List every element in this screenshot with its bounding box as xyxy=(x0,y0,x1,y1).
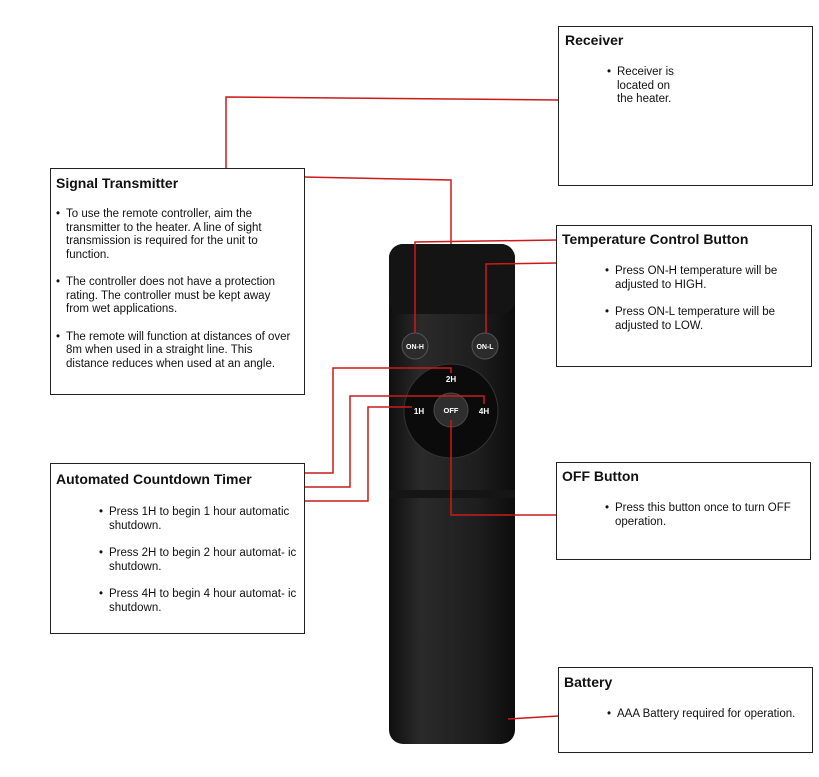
off-button-title: OFF Button xyxy=(562,468,639,484)
on-h-label: ON-H xyxy=(406,344,424,351)
connector-receiver xyxy=(225,96,559,168)
battery-box: Battery AAA Battery required for operati… xyxy=(558,667,813,753)
off-button[interactable]: OFF xyxy=(433,392,469,428)
battery-bullet: AAA Battery required for operation. xyxy=(607,708,812,722)
countdown-timer-title: Automated Countdown Timer xyxy=(56,471,252,487)
signal-transmitter-bullet-3: The remote will function at distances of… xyxy=(56,331,294,372)
temperature-control-bullet-2: Press ON-L temperature will be adjusted … xyxy=(605,306,805,333)
off-button-bullet: Press this button once to turn OFF opera… xyxy=(605,502,805,529)
off-button-box: OFF Button Press this button once to tur… xyxy=(556,462,811,560)
temperature-control-title: Temperature Control Button xyxy=(562,231,749,247)
countdown-timer-box: Automated Countdown Timer Press 1H to be… xyxy=(50,463,305,634)
battery-title: Battery xyxy=(564,674,613,690)
countdown-timer-bullet-2: Press 2H to begin 2 hour automat- ic shu… xyxy=(99,547,299,574)
connector-on-h xyxy=(414,239,559,333)
countdown-dial: 2H 1H 4H OFF xyxy=(403,363,499,459)
connector-battery xyxy=(507,715,559,720)
2h-button[interactable]: 2H xyxy=(446,375,456,384)
signal-transmitter-bullet-1: To use the remote controller, aim the tr… xyxy=(56,208,294,262)
connector-lines xyxy=(225,96,559,720)
on-h-button[interactable]: ON-H xyxy=(401,332,429,360)
signal-transmitter-box: Signal Transmitter To use the remote con… xyxy=(50,168,305,395)
connector-on-l xyxy=(485,262,559,333)
remote-control: ON-H ON-L 2H 1H 4H OFF xyxy=(389,244,515,744)
on-l-label: ON-L xyxy=(476,344,494,351)
connector-off xyxy=(450,420,558,516)
signal-transmitter-title: Signal Transmitter xyxy=(56,175,179,191)
connector-1h xyxy=(304,406,412,502)
1h-button[interactable]: 1H xyxy=(414,407,424,416)
temperature-control-bullet-1: Press ON-H temperature will be adjusted … xyxy=(605,265,805,292)
receiver-bullet: Receiver is located on the heater. xyxy=(607,66,689,107)
temperature-control-box: Temperature Control Button Press ON-H te… xyxy=(556,225,812,367)
countdown-timer-bullet-1: Press 1H to begin 1 hour automatic shutd… xyxy=(99,506,299,533)
connector-4h xyxy=(304,395,485,488)
connector-2h xyxy=(304,367,452,474)
signal-transmitter-bullet-2: The controller does not have a protectio… xyxy=(56,276,294,317)
off-label: OFF xyxy=(444,406,459,415)
countdown-timer-bullet-3: Press 4H to begin 4 hour automat- ic shu… xyxy=(99,588,299,615)
receiver-box: Receiver Receiver is located on the heat… xyxy=(558,26,813,186)
receiver-title: Receiver xyxy=(565,32,624,48)
4h-button[interactable]: 4H xyxy=(479,407,489,416)
on-l-button[interactable]: ON-L xyxy=(471,332,499,360)
connector-signal-transmitter xyxy=(303,176,452,244)
